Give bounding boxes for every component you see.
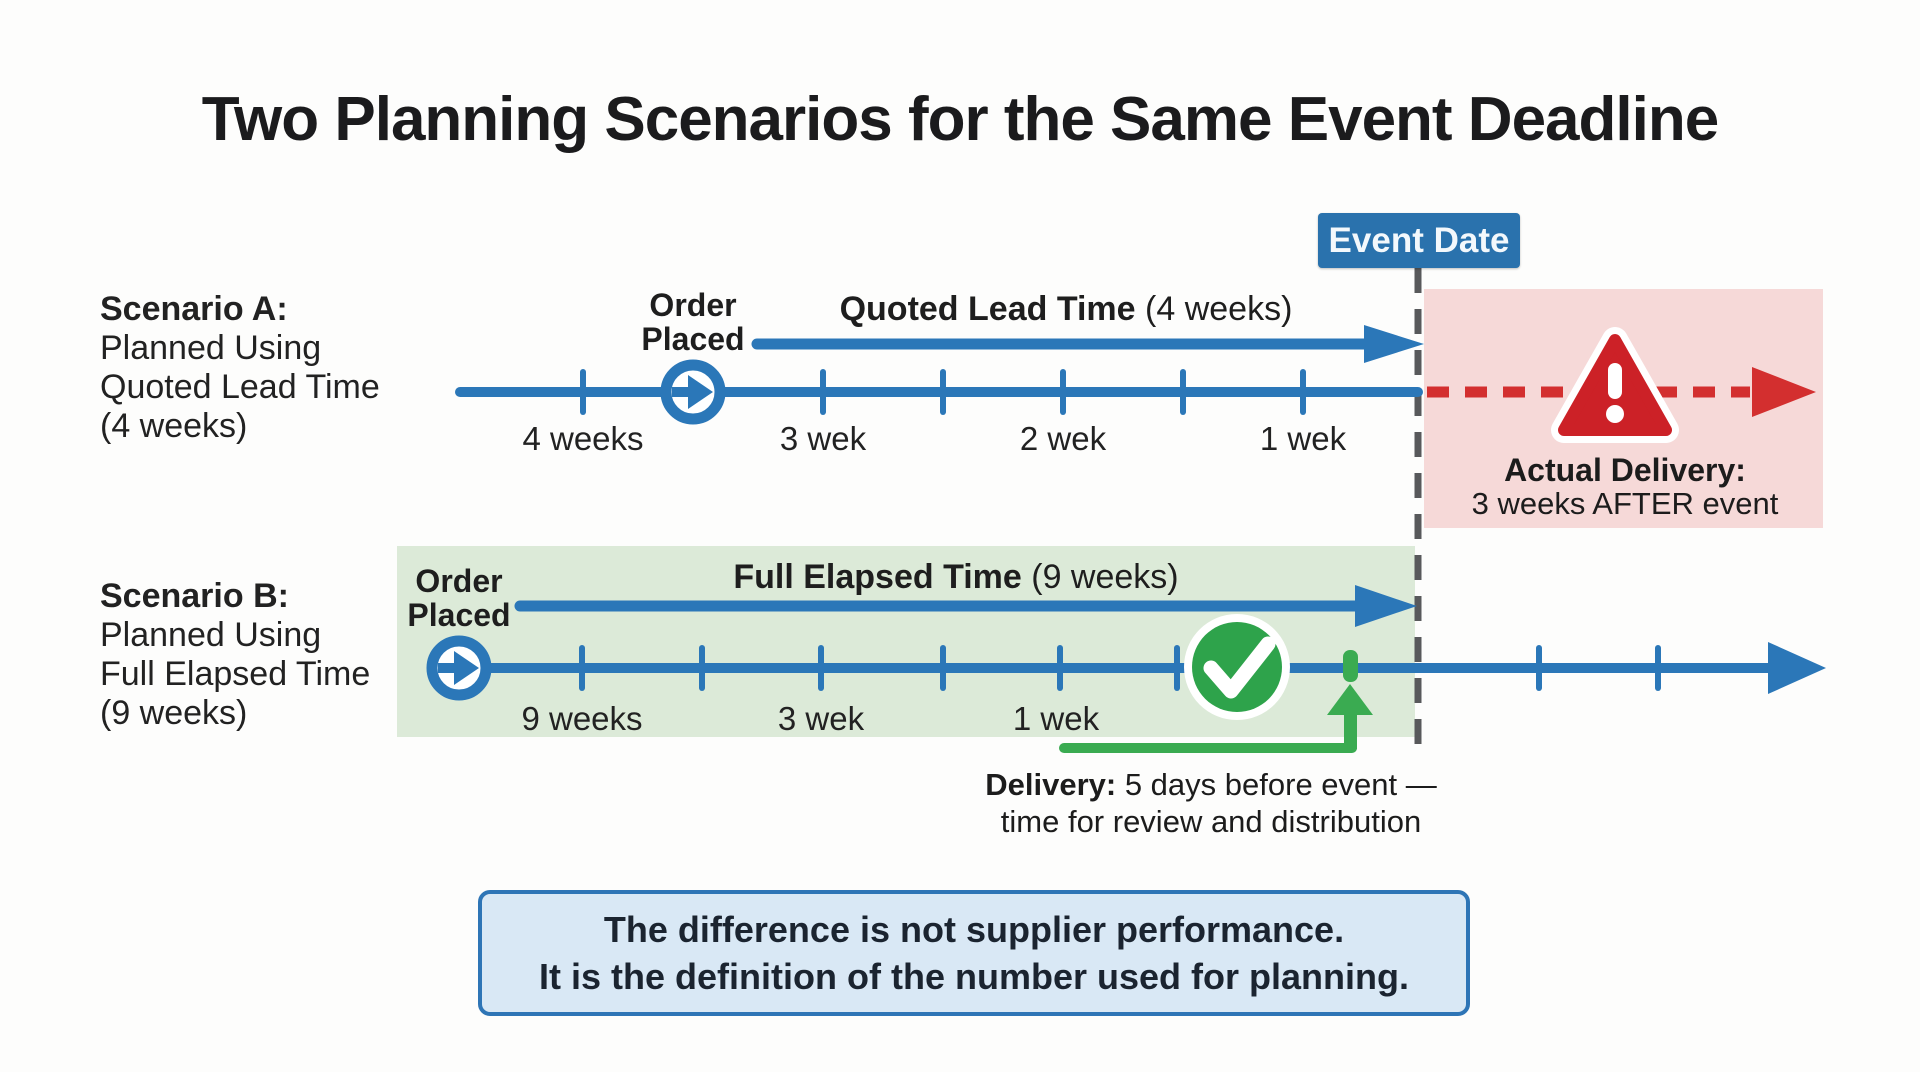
- scenario-a-line3: (4 weeks): [100, 407, 248, 445]
- scenario-a-line1: Planned Using: [100, 329, 322, 367]
- order-placed-label-a: Order Placed: [641, 287, 745, 357]
- scenario-a-heading: Scenario A: Planned Using Quoted Lead Ti…: [100, 290, 380, 446]
- order-placed-icon: [426, 635, 492, 701]
- delivery-marker: [1343, 650, 1358, 682]
- scenario-b-line3: (9 weeks): [100, 694, 248, 732]
- quoted-lead-arrow: [751, 325, 1424, 363]
- tick-label-a-2wek: 2 wek: [1019, 420, 1107, 457]
- quoted-lead-time-label: Quoted Lead Time (4 weeks): [839, 290, 1293, 328]
- tick-label-a-4weeks: 4 weeks: [522, 420, 644, 457]
- scenario-b-ticks: [579, 645, 1661, 691]
- tick-label-a-3wek: 3 wek: [779, 420, 867, 457]
- page-title: Two Planning Scenarios for the Same Even…: [201, 85, 1719, 154]
- actual-delivery-title: Actual Delivery:: [1504, 452, 1746, 488]
- order-placed-label-b: Order Placed: [407, 563, 511, 633]
- tick-label-b-9weeks: 9 weeks: [521, 700, 643, 737]
- scenario-b-line1: Planned Using: [100, 616, 322, 654]
- scenario-a-timeline: [455, 325, 1816, 443]
- tick-label-b-3wek: 3 wek: [777, 700, 865, 737]
- delivery-pointer-arrow: [1059, 684, 1373, 753]
- scenario-a-ticks: [580, 369, 1306, 415]
- scenario-b-timeline: [426, 585, 1826, 753]
- tick-label-a-1wek: 1 wek: [1259, 420, 1347, 457]
- takeaway-line2: It is the definition of the number used …: [539, 956, 1409, 997]
- takeaway-line1: The difference is not supplier performan…: [603, 909, 1345, 950]
- scenario-b-title: Scenario B:: [100, 577, 289, 615]
- order-placed-icon: [660, 359, 726, 425]
- event-date-label: Event Date: [1328, 220, 1510, 260]
- scenario-b-line2: Full Elapsed Time: [100, 655, 371, 693]
- tick-label-b-1wek: 1 wek: [1012, 700, 1100, 737]
- warning-icon: [1551, 327, 1679, 443]
- check-icon: [1184, 614, 1290, 720]
- scenario-a-line2: Quoted Lead Time: [100, 368, 380, 406]
- full-elapsed-arrow: [514, 585, 1417, 627]
- event-date-badge: Event Date: [1318, 213, 1520, 268]
- full-elapsed-time-label: Full Elapsed Time (9 weeks): [733, 558, 1179, 596]
- actual-delivery-text: 3 weeks AFTER event: [1471, 486, 1779, 521]
- scenario-b-heading: Scenario B: Planned Using Full Elapsed T…: [100, 577, 370, 733]
- scenario-a-title: Scenario A:: [100, 290, 288, 328]
- actual-delivery-note: Actual Delivery: 3 weeks AFTER event: [1435, 453, 1815, 521]
- key-takeaway-box: The difference is not supplier performan…: [478, 890, 1470, 1016]
- delivery-note: Delivery: 5 days before event — time for…: [985, 767, 1437, 839]
